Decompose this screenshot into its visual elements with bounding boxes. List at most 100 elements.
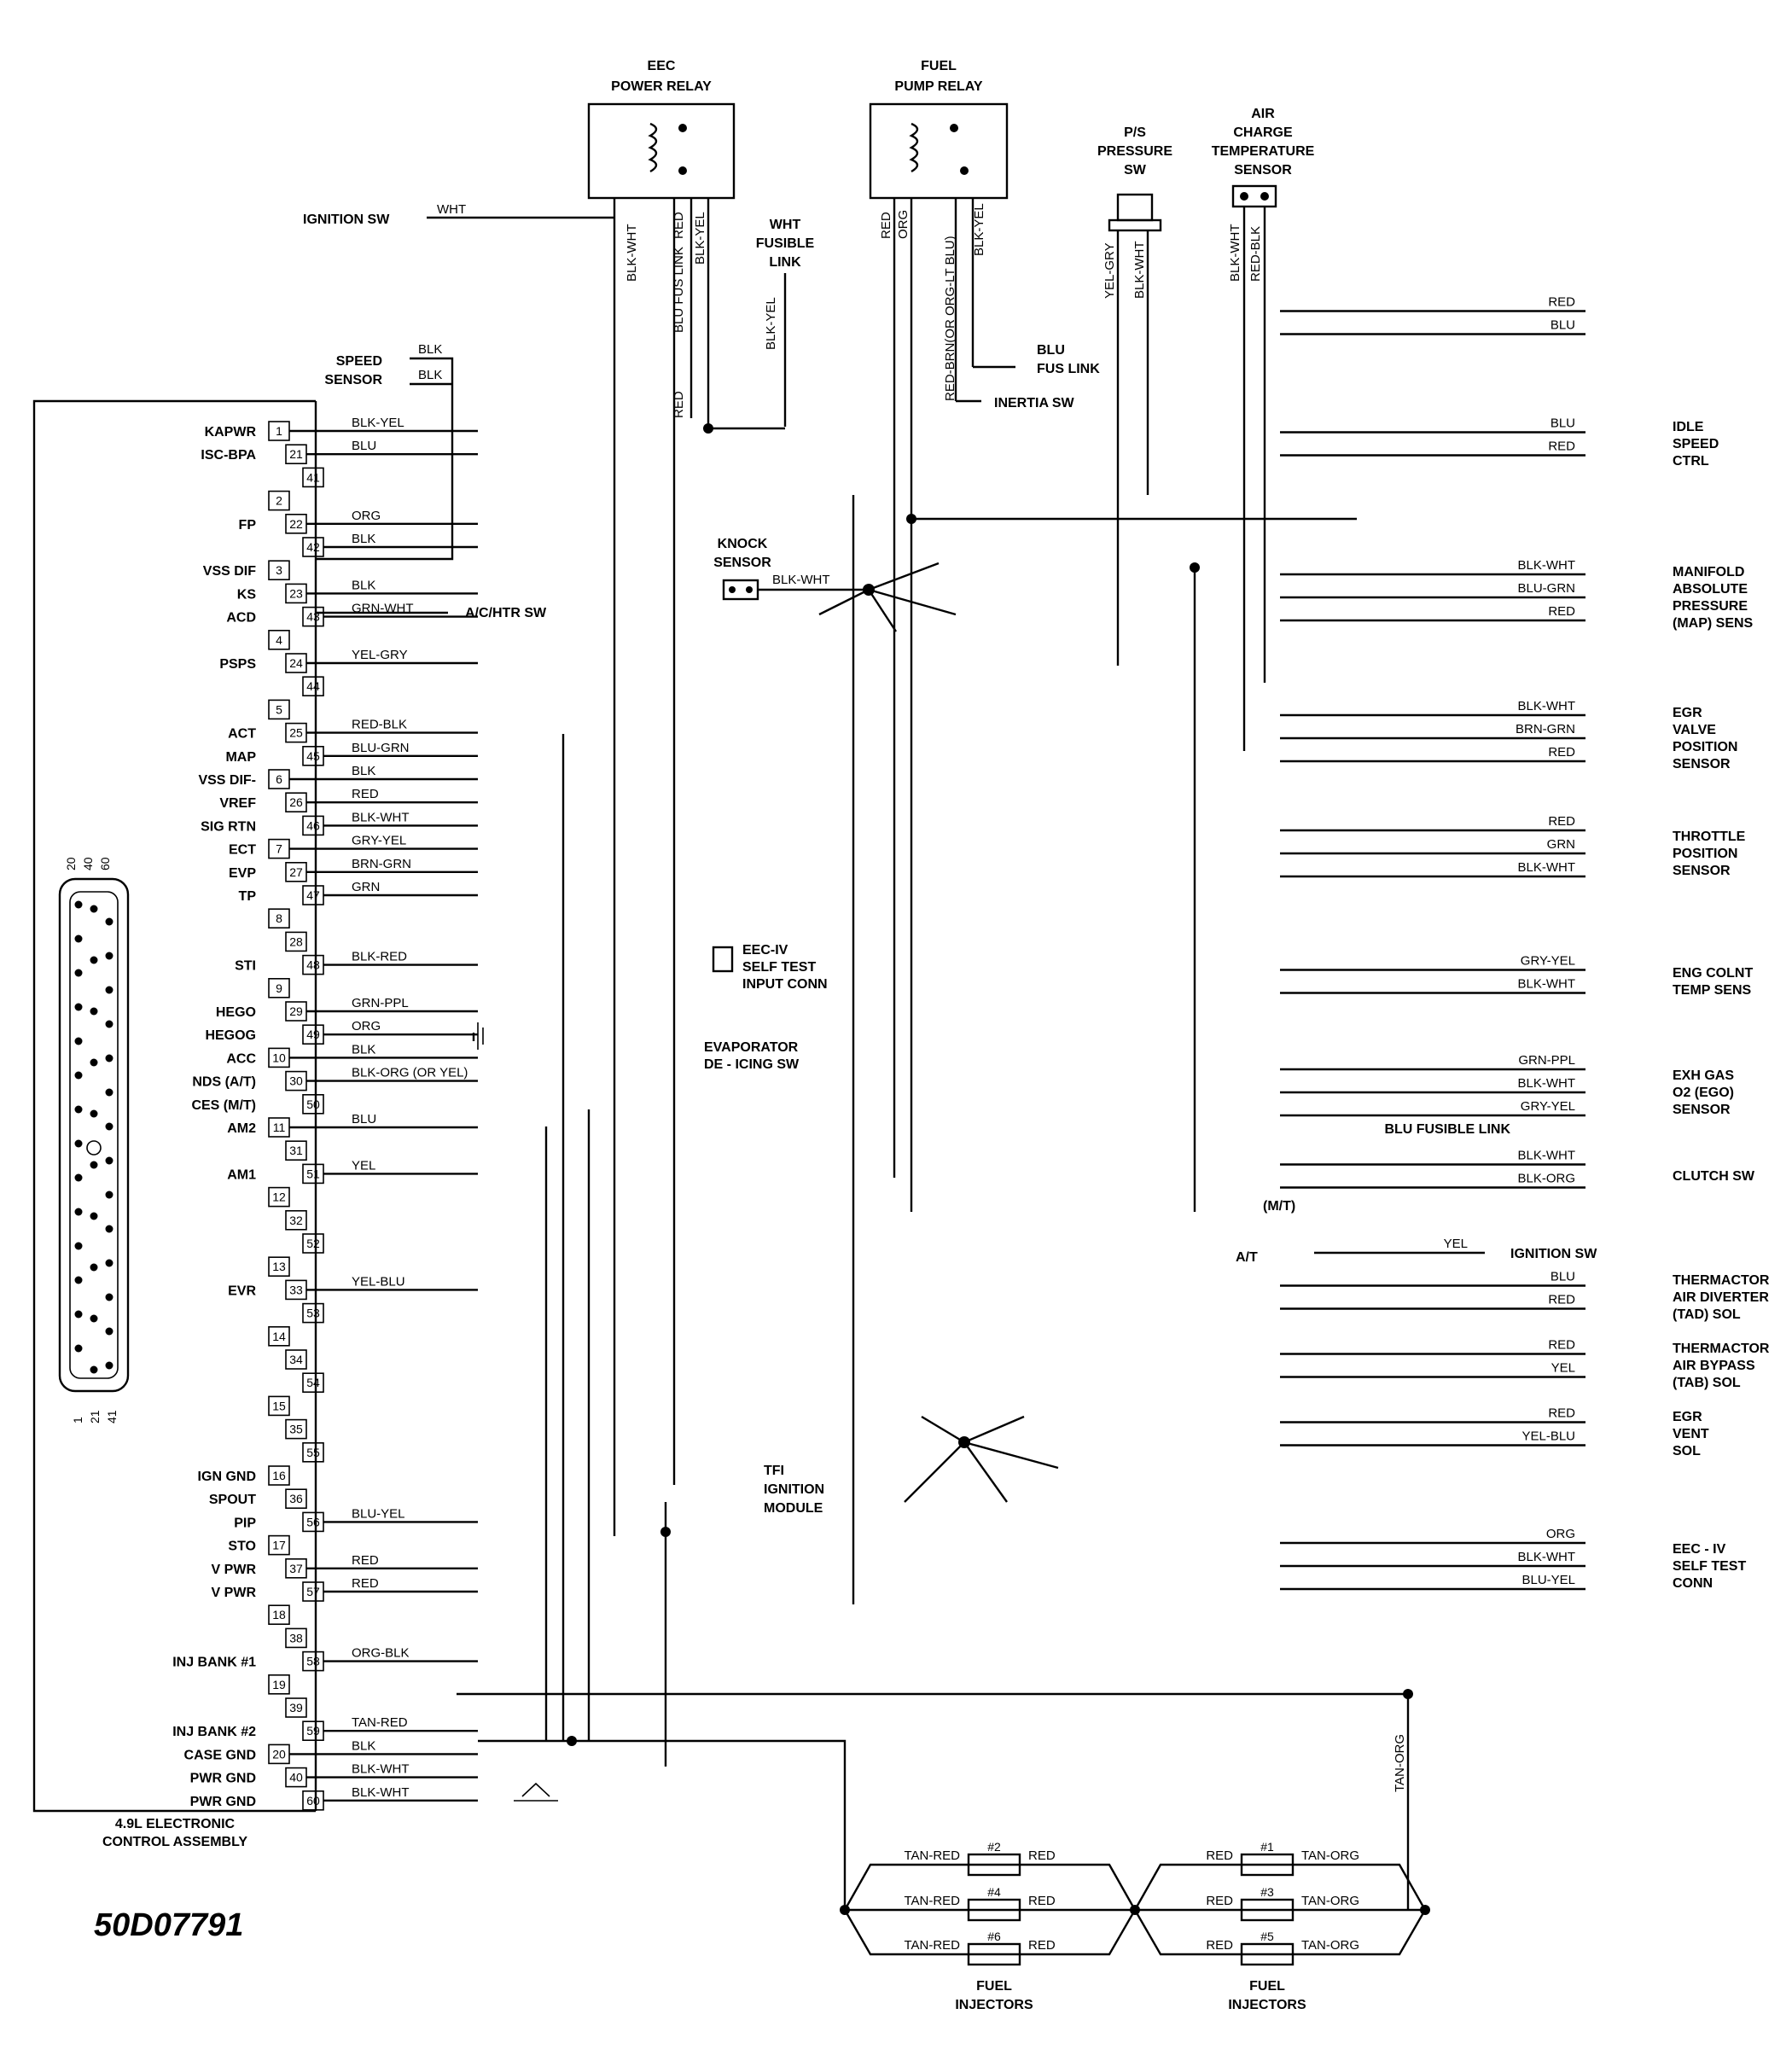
- pin-number: 4: [276, 633, 282, 647]
- wire-color: RED-BLK: [352, 718, 407, 732]
- wire-color: BLK-WHT: [352, 810, 410, 824]
- conn-dot: [90, 1161, 98, 1169]
- knock-2: SENSOR: [713, 556, 771, 570]
- conn-dot: [74, 969, 83, 977]
- signal-name: ACD: [226, 611, 256, 626]
- component-label: POSITION: [1673, 740, 1737, 754]
- component-label: (TAD) SOL: [1673, 1307, 1741, 1322]
- evap-1: EVAPORATOR: [704, 1040, 799, 1055]
- component-wire-color: BLK-WHT: [1518, 558, 1576, 573]
- conn-dot: [105, 1293, 113, 1301]
- signal-name: IGN GND: [198, 1470, 256, 1484]
- conn-dot: [105, 1054, 113, 1062]
- component-label: VENT: [1673, 1427, 1709, 1441]
- conn-dot: [105, 1191, 113, 1199]
- pin-box: [268, 1534, 290, 1556]
- pin-number: 31: [289, 1144, 303, 1157]
- act-4: SENSOR: [1234, 163, 1292, 178]
- component-wire-color: GRY-YEL: [1521, 1099, 1575, 1114]
- eec-relay-title-2: POWER RELAY: [611, 79, 712, 94]
- pin-box: [302, 467, 324, 488]
- component-wire-color: ORG: [1546, 1527, 1575, 1541]
- pin-box: [268, 1674, 290, 1695]
- signal-name: AM1: [227, 1167, 256, 1182]
- speed-2: SENSOR: [324, 373, 382, 387]
- wire-color: GRN-PPL: [352, 996, 409, 1010]
- pin-box: [268, 1604, 290, 1625]
- component-label: THERMACTOR: [1673, 1342, 1770, 1356]
- fp-w3: RED-BRN(OR ORG-LT BLU): [943, 236, 957, 401]
- wire-color: RED: [352, 1576, 379, 1591]
- signal-name: AM2: [227, 1121, 256, 1136]
- component-label: EXH GAS: [1673, 1068, 1734, 1083]
- pin-box: [285, 1210, 307, 1231]
- signal-name: STO: [228, 1540, 256, 1554]
- component-wire-color: RED: [1548, 604, 1575, 619]
- ps-3: SW: [1124, 163, 1147, 178]
- pin-box: [285, 1627, 307, 1649]
- inertia-sw: INERTIA SW: [994, 396, 1075, 410]
- signal-name: VSS DIF: [203, 564, 256, 579]
- ac-htr-label: A/C/HTR SW: [465, 606, 547, 620]
- ps-w1: YEL-GRY: [1103, 242, 1117, 299]
- injector: [1240, 1942, 1295, 1966]
- signal-name: V PWR: [212, 1563, 257, 1577]
- pin-number: 52: [306, 1237, 320, 1250]
- wht-fus-1: WHT: [770, 218, 801, 232]
- wht-fusible-link: WHT FUSIBLE LINK BLK-YEL: [703, 218, 815, 434]
- component-wire-color: BLK-WHT: [1518, 1149, 1576, 1163]
- pin-number: 23: [289, 586, 303, 600]
- component-label: SOL: [1673, 1444, 1701, 1458]
- at-label: A/T: [1236, 1250, 1258, 1265]
- injector-wire-b: TAN-ORG: [1301, 1894, 1359, 1908]
- pin-box: [302, 676, 324, 697]
- act-2: CHARGE: [1233, 125, 1293, 140]
- ign-sw-label: IGNITION SW: [303, 212, 390, 227]
- pin-box: [268, 699, 290, 720]
- conn-dot: [90, 1212, 98, 1220]
- wire-color: BLU: [352, 1112, 376, 1126]
- injector-caption-2: INJECTORS: [955, 1998, 1033, 2012]
- pin-box: [268, 908, 290, 929]
- pin-box: [302, 1233, 324, 1254]
- conn-dot: [90, 1109, 98, 1118]
- signal-name: STI: [235, 959, 256, 974]
- pin-box: [268, 1465, 290, 1486]
- signal-name: INJ BANK #1: [172, 1656, 256, 1670]
- pin-number: 48: [306, 958, 320, 972]
- conn-dot: [74, 1310, 83, 1319]
- pin-number: 45: [306, 749, 320, 763]
- pin-number: 55: [306, 1446, 320, 1459]
- conn-dot: [74, 1208, 83, 1216]
- pin-box: [302, 1302, 324, 1324]
- wire-color: BLK: [352, 764, 375, 778]
- pin-number: 21: [289, 447, 303, 461]
- component-extra-label: BLU FUSIBLE LINK: [1384, 1122, 1510, 1137]
- conn-dot: [105, 1225, 113, 1233]
- component-label: IDLE: [1673, 420, 1704, 434]
- component-wire-color: BLK-WHT: [1518, 1550, 1576, 1564]
- pin-number: 42: [306, 540, 320, 554]
- wire-color: ORG-BLK: [352, 1646, 410, 1661]
- signal-name: EVP: [229, 866, 256, 881]
- pin-box: [285, 1349, 307, 1370]
- wire-color: BRN-GRN: [352, 857, 411, 871]
- pin-number: 47: [306, 888, 320, 902]
- wire-color: BLK-RED: [352, 950, 407, 964]
- wire-color: GRN: [352, 880, 380, 894]
- conn-dot: [74, 900, 83, 909]
- knock-1: KNOCK: [718, 537, 768, 551]
- pin-number: 3: [276, 563, 282, 577]
- wire-color: BLK-WHT: [352, 1762, 410, 1777]
- component-label: SENSOR: [1673, 1103, 1731, 1117]
- wire-color: RED: [352, 787, 379, 801]
- eec-relay-title-1: EEC: [648, 59, 676, 73]
- pin-number: 26: [289, 795, 303, 809]
- conn-dot: [90, 1263, 98, 1272]
- signal-name: KS: [237, 587, 257, 602]
